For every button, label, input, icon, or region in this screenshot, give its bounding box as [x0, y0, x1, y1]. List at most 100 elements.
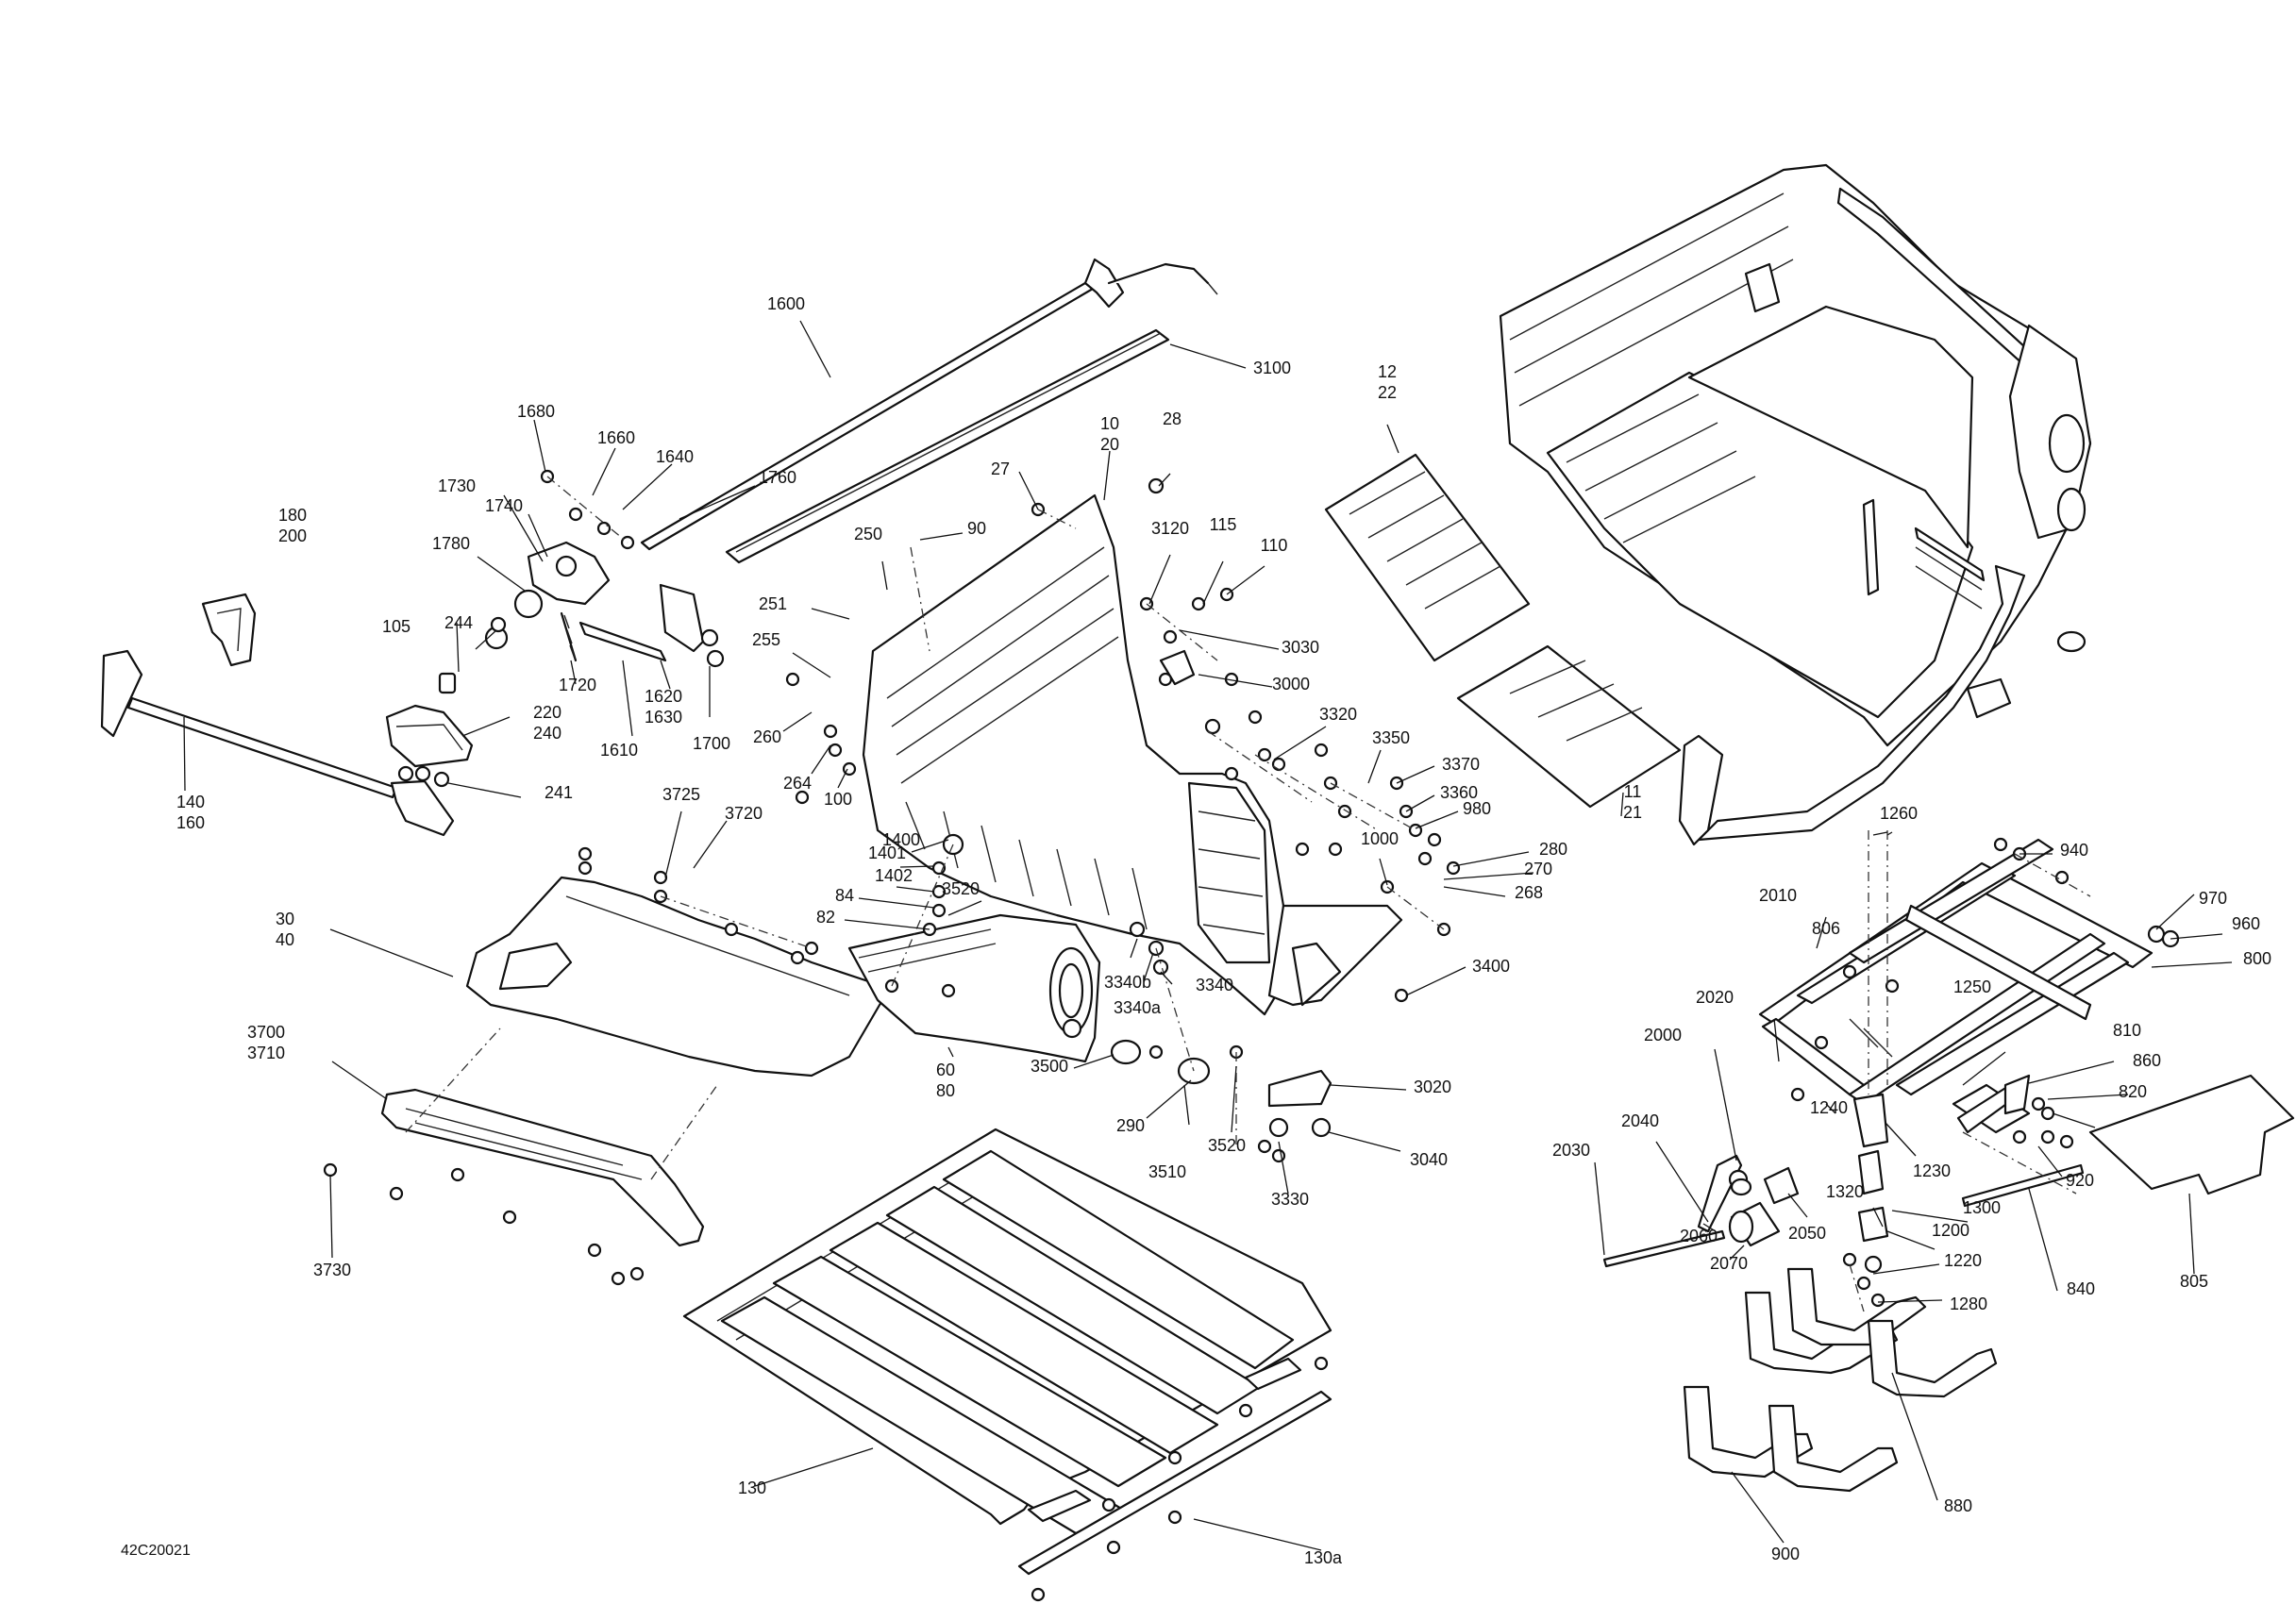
- callout-line: 3720: [725, 804, 763, 823]
- callout-1000: 1000: [1361, 829, 1399, 848]
- hinge-920: [1956, 1074, 2031, 1134]
- callout-line: 10: [1100, 414, 1119, 433]
- callout-line: 1720: [559, 676, 596, 694]
- callout-3320: 3320: [1319, 705, 1357, 724]
- bracket-180-200: [201, 593, 257, 667]
- callout-3730: 3730: [313, 1261, 351, 1279]
- callout-line: 1610: [600, 741, 638, 760]
- callout-1600: 1600: [767, 294, 805, 313]
- callout-290: 290: [1116, 1116, 1145, 1135]
- callout-2040: 2040: [1621, 1111, 1659, 1130]
- callout-line: 110: [1261, 536, 1288, 555]
- callout-line: 1780: [432, 534, 470, 553]
- callout-105: 105: [382, 617, 411, 636]
- callout-line: 270: [1524, 860, 1552, 878]
- side-panel-30-40: [465, 876, 884, 1078]
- mat-12-22: [1324, 453, 1531, 662]
- callout-line: 840: [2067, 1279, 2095, 1298]
- callout-130a: 130a: [1304, 1548, 1343, 1567]
- callout-1320: 1320: [1826, 1182, 1864, 1201]
- callout-1220: 1220: [1944, 1251, 1982, 1270]
- callout-251: 251: [759, 594, 787, 613]
- bar-3100: [725, 328, 1170, 564]
- callout-line: 1740: [485, 496, 523, 515]
- callout-line: 3710: [247, 1044, 285, 1062]
- callout-line: 940: [2060, 841, 2088, 860]
- callout-1720: 1720: [559, 676, 596, 694]
- callout-3360: 3360: [1440, 783, 1478, 802]
- callout-line: 140: [176, 793, 205, 811]
- callout-line: 820: [2119, 1082, 2147, 1101]
- callout-line: 1300: [1963, 1198, 2001, 1217]
- callout-3370: 3370: [1442, 755, 1480, 774]
- callout-line: 290: [1116, 1116, 1145, 1135]
- callout-line: 1700: [693, 734, 730, 753]
- callout-line: 2010: [1759, 886, 1797, 905]
- callout-3030: 3030: [1282, 638, 1319, 657]
- callout-264: 264: [783, 774, 812, 793]
- callout-line: 1000: [1361, 829, 1399, 848]
- leader-lines: [183, 320, 2233, 1551]
- callout-line: 105: [382, 617, 411, 636]
- callout-960: 960: [2232, 914, 2260, 933]
- callout-28: 28: [1163, 409, 1182, 428]
- bar-900: [1683, 1385, 1899, 1493]
- callout-line: 3400: [1472, 957, 1510, 976]
- callout-84: 84: [835, 886, 854, 905]
- callout-line: 22: [1378, 383, 1397, 402]
- callout-line: 3000: [1272, 675, 1310, 693]
- callout-255: 255: [752, 630, 780, 649]
- callout-920: 920: [2066, 1171, 2094, 1190]
- callout-line: 970: [2199, 889, 2227, 908]
- callout-line: 2030: [1552, 1141, 1590, 1160]
- callout-900: 900: [1771, 1545, 1800, 1563]
- callout-3330: 3330: [1271, 1190, 1309, 1209]
- callout-line: 3340a: [1114, 998, 1162, 1017]
- callout-line: 3520: [942, 879, 980, 898]
- callout-line: 2040: [1621, 1111, 1659, 1130]
- callout-line: 1730: [438, 476, 476, 495]
- callout-line: 800: [2243, 949, 2271, 968]
- callout-1300: 1300: [1963, 1198, 2001, 1217]
- callout-3500: 3500: [1031, 1057, 1068, 1076]
- cargo-box: [1499, 163, 2092, 846]
- callout-3340b: 3340b: [1104, 973, 1151, 992]
- callout-line: 806: [1812, 919, 1840, 938]
- callout-line: 3500: [1031, 1057, 1068, 1076]
- callout-110: 110: [1261, 536, 1288, 555]
- callout-2020: 2020: [1696, 988, 1734, 1007]
- callout-line: 1200: [1932, 1221, 1969, 1240]
- callout-3350: 3350: [1372, 728, 1410, 747]
- callout-810: 810: [2113, 1021, 2141, 1040]
- callout-806: 806: [1812, 919, 1840, 938]
- callout-3340: 3340: [1196, 976, 1233, 994]
- rod-1600: [640, 258, 1218, 551]
- callout-line: 3330: [1271, 1190, 1309, 1209]
- seat-frame-800: [1758, 838, 2154, 1134]
- callout-line: 100: [824, 790, 852, 809]
- callout-line: 260: [753, 727, 781, 746]
- callout-line: 3320: [1319, 705, 1357, 724]
- callout-800: 800: [2243, 949, 2271, 968]
- shock-2000: [1697, 1154, 1752, 1233]
- callout-840: 840: [2067, 1279, 2095, 1298]
- callout-line: 980: [1463, 799, 1491, 818]
- callout-1760: 1760: [759, 468, 796, 487]
- callout-980: 980: [1463, 799, 1491, 818]
- callout-line: 21: [1623, 803, 1642, 822]
- callout-line: 1660: [597, 428, 635, 447]
- callout-line: 130a: [1304, 1548, 1343, 1567]
- callout-line: 84: [835, 886, 854, 905]
- callout-line: 1640: [656, 447, 694, 466]
- callout-line: 3030: [1282, 638, 1319, 657]
- callout-line: 2070: [1710, 1254, 1748, 1273]
- callout-1660: 1660: [597, 428, 635, 447]
- callout-line: 860: [2133, 1051, 2161, 1070]
- callout-line: 3340b: [1104, 973, 1151, 992]
- callout-line: 2000: [1644, 1026, 1682, 1044]
